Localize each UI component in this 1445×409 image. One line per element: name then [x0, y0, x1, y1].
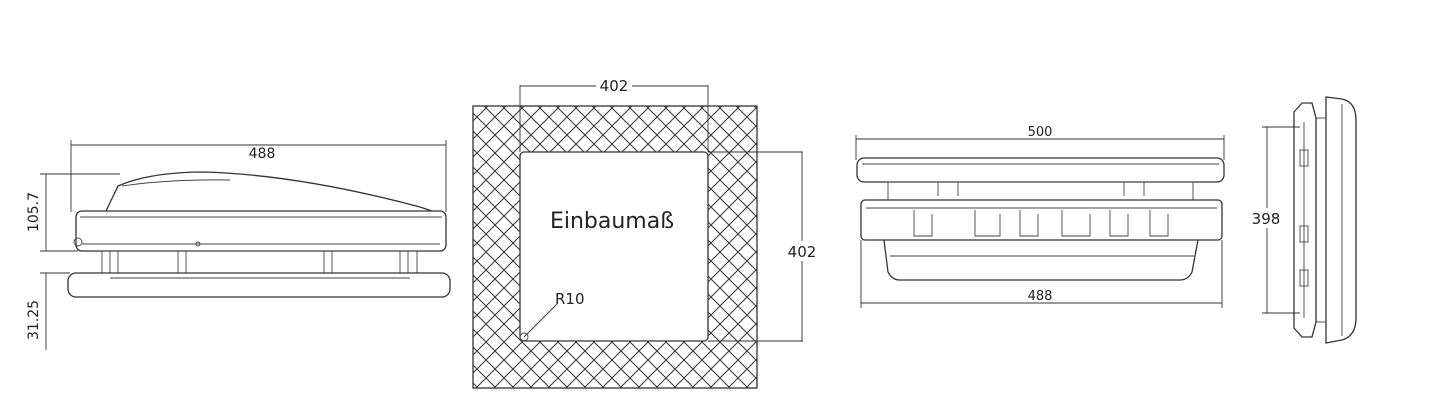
cutout-width-dimension: 402	[519, 76, 709, 152]
side-screw	[195, 241, 201, 247]
cutout-view: Einbaumaß 402 402 R10	[472, 76, 821, 389]
side-width-dimension: 488	[70, 140, 447, 212]
end-height-label: 398	[1252, 210, 1281, 228]
end-clip-1	[1299, 149, 1309, 167]
side-height-dimension: 105.7	[26, 173, 120, 252]
cutout-title: Einbaumaß	[550, 209, 674, 234]
side-height-label: 105.7	[26, 192, 42, 232]
end-clip-2	[1299, 225, 1309, 243]
front-top-width-dimension: 500	[855, 125, 1225, 160]
side-view: 488 105.7 31.25	[26, 140, 451, 350]
side-dome-outline	[105, 171, 433, 212]
end-outer-profile	[1325, 96, 1357, 344]
cutout-height-dimension: 402	[708, 151, 821, 342]
front-strut-frame	[887, 181, 1194, 201]
front-lid	[856, 157, 1225, 183]
side-frame-height-label: 31.25	[26, 300, 42, 340]
side-dome-inner-line	[121, 179, 231, 187]
side-hinge	[73, 237, 83, 247]
end-view: 398	[1247, 96, 1357, 344]
cutout-opening	[519, 151, 709, 342]
front-bottom-width-dimension: 488	[860, 240, 1223, 308]
front-body	[860, 199, 1223, 241]
front-body-clips	[913, 210, 1169, 237]
front-top-width-label: 500	[1028, 125, 1053, 140]
cutout-height-label: 402	[788, 243, 817, 261]
end-height-dimension: 398	[1247, 126, 1300, 314]
cutout-radius-label: R10	[555, 290, 585, 308]
side-frame-height-dimension: 31.25	[26, 272, 70, 350]
cutout-radius-callout: R10	[519, 290, 585, 342]
end-clip-3	[1299, 269, 1309, 287]
front-tray	[883, 239, 1199, 281]
cutout-width-label: 402	[600, 77, 629, 95]
end-body-profile	[1293, 102, 1317, 338]
front-view: 500 488	[855, 125, 1225, 308]
side-inner-frame	[101, 250, 418, 274]
side-width-label: 488	[249, 146, 276, 162]
side-bottom-frame	[67, 272, 451, 298]
front-bottom-width-label: 488	[1028, 289, 1053, 304]
